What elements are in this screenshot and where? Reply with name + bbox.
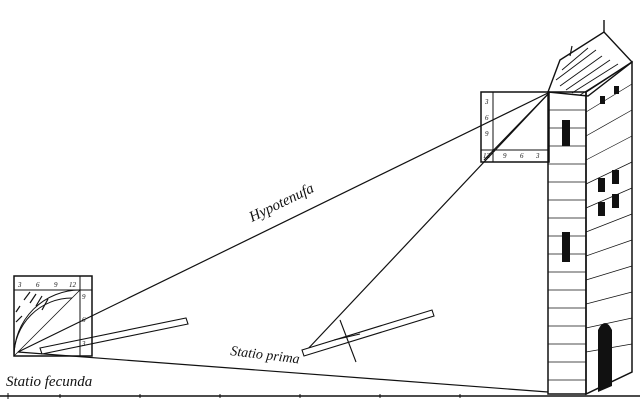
scale-number: 3 — [81, 340, 86, 348]
sight-lines — [17, 91, 551, 393]
scale-number: 12 — [69, 281, 77, 289]
tower-window — [562, 232, 570, 262]
tower — [547, 20, 634, 396]
tower-window — [598, 178, 605, 192]
quadrant-tower: 3 6 9 12 9 6 3 — [480, 91, 550, 163]
scale-number: 3 — [484, 98, 489, 106]
tower-window — [598, 202, 605, 216]
station-one-sight-line — [304, 91, 551, 353]
station-first-label: Statio prima — [230, 344, 301, 367]
scale-number: 3 — [535, 152, 540, 160]
tower-door — [598, 323, 612, 392]
station-second-label: Statio fecunda — [6, 374, 92, 390]
scale-number: 9 — [503, 152, 507, 160]
ground-ticks — [7, 393, 461, 399]
tower-window — [562, 120, 570, 146]
tower-window — [612, 170, 619, 184]
scale-number: 6 — [36, 281, 40, 289]
hypotenuse-line — [17, 91, 551, 353]
quadrant-diagonal-line — [483, 93, 549, 161]
scale-number: 9 — [485, 130, 489, 138]
scale-number: 6 — [485, 114, 489, 122]
scale-number: 9 — [54, 281, 58, 289]
tower-window — [600, 96, 605, 104]
scale-number: 6 — [520, 152, 524, 160]
base-line — [17, 351, 549, 393]
alidade-rod-station-one — [301, 309, 435, 357]
alidade-rods — [39, 309, 435, 363]
scale-number: 3 — [17, 281, 22, 289]
scale-number: 9 — [82, 293, 86, 301]
alidade-rod-station-two — [39, 317, 189, 355]
tower-window — [614, 86, 619, 94]
quadrant-station-two: 3 6 9 12 9 6 3 — [13, 275, 93, 357]
hypotenuse-label: Hypotenufa — [246, 181, 317, 226]
tower-window — [612, 194, 619, 208]
scale-number: 6 — [82, 316, 86, 324]
scale-number: 12 — [483, 152, 491, 160]
